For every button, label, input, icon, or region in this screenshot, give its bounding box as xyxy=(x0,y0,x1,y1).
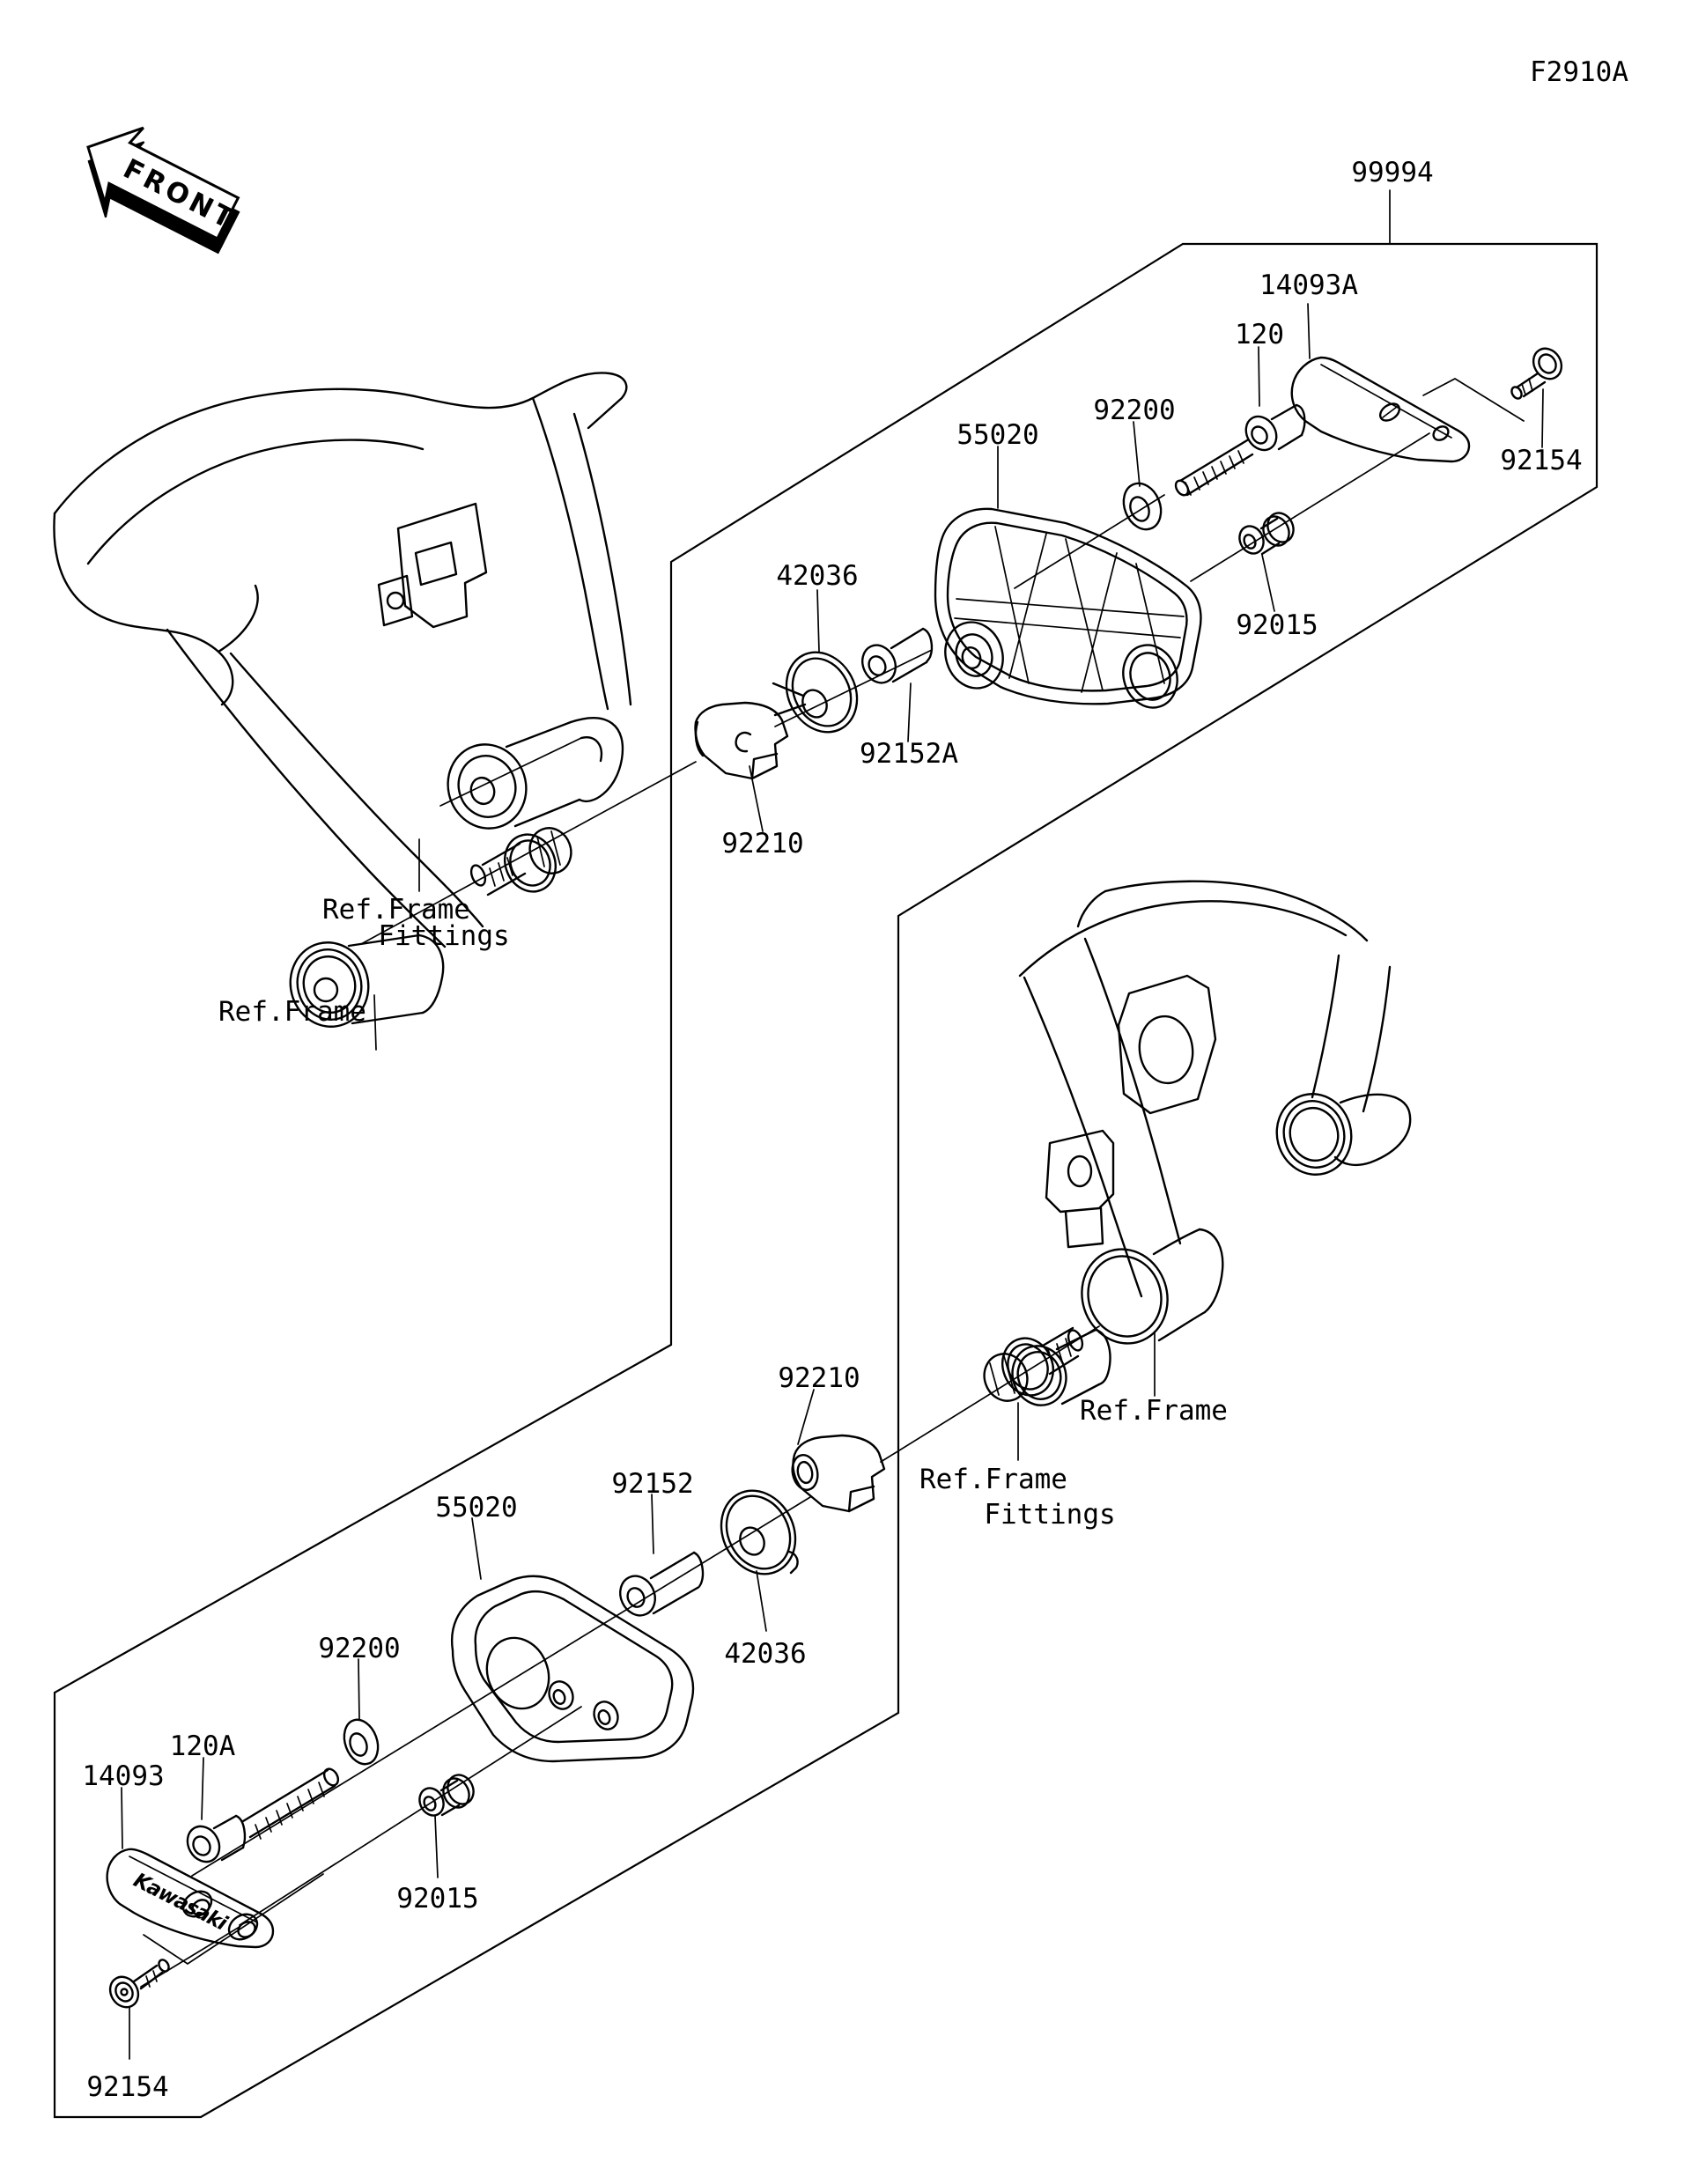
kit-boundary-outline xyxy=(53,242,1599,2119)
part-92210-lower: 92210 xyxy=(778,1362,886,1513)
part-120a-lower: 120A xyxy=(170,1730,340,1863)
part-label-92154-upper: 92154 xyxy=(1500,445,1582,476)
ref-frame-upper-label: Ref.Frame xyxy=(218,996,366,1028)
part-92200-lower: 92200 xyxy=(318,1633,401,1766)
part-label-92210-upper: 92210 xyxy=(721,828,803,860)
part-92015-upper: 92015 xyxy=(1236,512,1318,641)
leader-ref-frame-upper xyxy=(373,994,377,1051)
frame-upper-view xyxy=(53,372,632,1028)
part-label-120a: 120A xyxy=(170,1730,236,1762)
part-42036-upper: 42036 xyxy=(772,560,859,734)
frame-lower-view xyxy=(1011,880,1412,1406)
part-label-42036-lower: 42036 xyxy=(724,1638,806,1670)
part-label-42036-upper: 42036 xyxy=(776,560,858,592)
ref-frame-fittings-lower-label-1: Ref.Frame xyxy=(919,1464,1067,1495)
frame-fitting-bolt-lower xyxy=(983,1326,1084,1402)
part-55020-upper: 55020 xyxy=(934,419,1202,709)
part-label-92200-upper: 92200 xyxy=(1093,395,1175,426)
part-label-92152: 92152 xyxy=(611,1468,693,1500)
part-55020-lower: 55020 xyxy=(435,1492,695,1763)
part-label-99994: 99994 xyxy=(1351,157,1433,188)
part-14093-lower: Kawasaki 14093 xyxy=(82,1760,275,1949)
part-14093a-upper: 14093A xyxy=(1259,269,1471,463)
frame-upper-labels: Ref.Frame Ref.Frame Fittings xyxy=(218,838,510,1051)
part-label-14093a: 14093A xyxy=(1259,269,1358,301)
part-label-92015-upper: 92015 xyxy=(1236,609,1318,641)
axis-lines-lower xyxy=(140,1325,1100,1988)
part-label-120: 120 xyxy=(1235,319,1284,350)
part-42036-lower: 42036 xyxy=(720,1489,807,1670)
part-label-55020-lower: 55020 xyxy=(435,1492,517,1524)
part-92154-lower: 92154 xyxy=(86,1959,170,2103)
front-direction-arrow: FRONT xyxy=(86,126,241,255)
part-label-14093: 14093 xyxy=(82,1760,164,1792)
part-120-upper: 120 xyxy=(1174,319,1306,497)
part-92152a-upper: 92152A xyxy=(860,627,958,770)
part-92152-lower: 92152 xyxy=(611,1468,705,1617)
kit-boundary: 99994 xyxy=(53,157,1599,2119)
frame-fitting-bolt-upper xyxy=(469,827,572,896)
part-label-92154-lower: 92154 xyxy=(86,2071,168,2103)
part-label-92152a: 92152A xyxy=(860,738,958,770)
part-92015-lower: 92015 xyxy=(396,1774,479,1915)
part-label-92015-lower: 92015 xyxy=(396,1883,478,1915)
part-92154-upper: 92154 xyxy=(1500,347,1583,476)
part-label-92200-lower: 92200 xyxy=(318,1633,400,1664)
part-92210-upper: 92210 xyxy=(694,701,804,860)
ref-frame-lower-label: Ref.Frame xyxy=(1080,1395,1228,1427)
frame-lower-labels: Ref.Frame Ref.Frame Fittings xyxy=(919,1331,1228,1531)
part-label-55020-upper: 55020 xyxy=(956,419,1038,451)
front-arrow-body xyxy=(86,126,240,240)
ref-frame-fittings-upper-label-1: Ref.Frame xyxy=(322,894,470,926)
diagram-code: F2910A xyxy=(1530,56,1628,88)
kawasaki-brand-mark: Kawasaki xyxy=(129,1869,232,1936)
part-label-92210-lower: 92210 xyxy=(778,1362,860,1394)
axis-lines-upper xyxy=(360,378,1525,945)
part-92200-upper: 92200 xyxy=(1093,395,1176,531)
ref-frame-fittings-lower-label-2: Fittings xyxy=(984,1499,1115,1531)
ref-frame-fittings-upper-label-2: Fittings xyxy=(378,920,509,952)
